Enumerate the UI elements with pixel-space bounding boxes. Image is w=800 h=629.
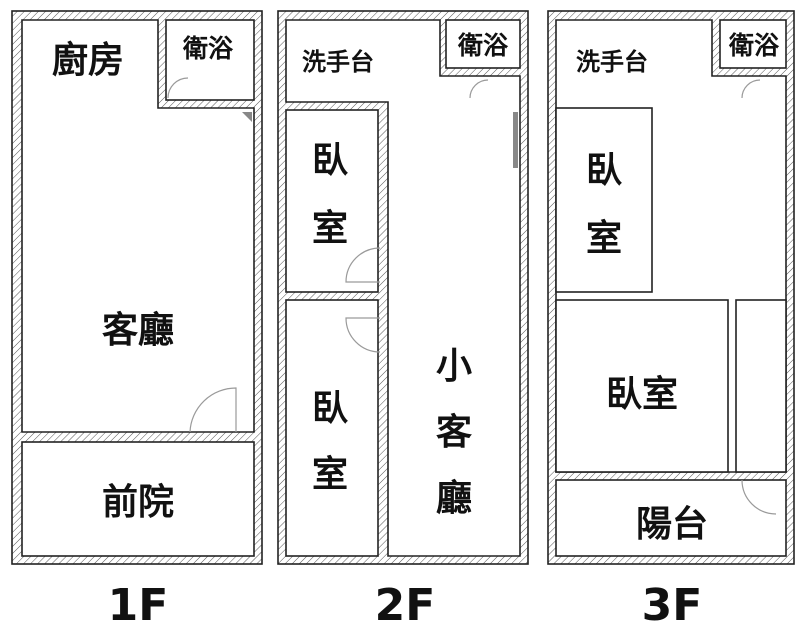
floor-3f-upper-bedroom-label-2: 室 <box>586 218 622 259</box>
floor-2f-washbasin-label: 洗手台 <box>302 48 374 76</box>
floor-3f: 洗手台 衛浴 臥 室 臥室 陽台 3F <box>547 10 795 629</box>
floor-3f-floor-label: 3F <box>642 580 703 629</box>
floor-1f-bathroom-label: 衛浴 <box>182 34 234 63</box>
floor-3f-bathroom-door <box>741 79 761 99</box>
floor-2f-small-living-label-3: 廳 <box>436 477 472 519</box>
floor-2f-lower-bedroom-door <box>345 317 381 353</box>
floor-2f-upper-bedroom-label-2: 室 <box>312 208 348 249</box>
floor-1f-front-yard-label: 前院 <box>102 482 174 523</box>
floor-3f-upper-bedroom-label-1: 臥 <box>586 150 622 191</box>
floor-2f-lower-bedroom-label-2: 室 <box>312 454 348 495</box>
floor-2f: 洗手台 衛浴 臥 室 臥 室 小 客 廳 2F <box>277 10 529 629</box>
floor-2f-bathroom-door <box>469 79 489 99</box>
floor-3f-balcony-door <box>741 479 777 515</box>
floor-2f-bathroom-room <box>445 19 521 69</box>
floor-1f-front-door <box>189 387 237 433</box>
floor-2f-small-living-label-2: 客 <box>436 412 472 453</box>
floor-2f-upper-bedroom-door <box>345 247 381 283</box>
floor-3f-corridor-strip <box>735 299 787 473</box>
floor-3f-balcony-room <box>555 479 787 557</box>
floor-1f-bathroom-door <box>167 77 189 99</box>
floor-2f-upper-bedroom-label-1: 臥 <box>312 140 348 181</box>
floor-1f-bathroom-room <box>165 19 255 101</box>
floor-2f-floor-label: 2F <box>375 580 436 629</box>
floor-2f-window-mark <box>513 112 518 168</box>
floor-2f-upper-bedroom-room <box>285 109 379 293</box>
floor-1f: 廚房 衛浴 客廳 前院 1F <box>11 10 263 629</box>
floor-2f-bathroom-label: 衛浴 <box>457 31 509 60</box>
floor-3f-lower-bedroom-room <box>555 299 729 473</box>
floor-2f-lower-bedroom-room <box>285 299 379 557</box>
floor-3f-upper-bedroom-room <box>555 107 653 293</box>
floor-1f-corner-mark <box>242 112 252 122</box>
floor-2f-lower-bedroom-label-1: 臥 <box>312 388 348 429</box>
floor-2f-small-living-label-1: 小 <box>436 346 472 387</box>
floor-1f-kitchen-label: 廚房 <box>52 39 124 81</box>
floor-3f-balcony-label: 陽台 <box>636 504 708 545</box>
floor-3f-bathroom-label: 衛浴 <box>728 31 780 60</box>
floor-1f-front-yard-room <box>21 441 255 557</box>
floor-3f-washbasin-label: 洗手台 <box>576 48 648 76</box>
floor-1f-main-space <box>21 19 255 433</box>
floor-1f-living-room-label: 客廳 <box>102 309 174 351</box>
floor-3f-bathroom-room <box>719 19 787 69</box>
floor-1f-floor-label: 1F <box>108 580 169 629</box>
floor-2f-main-space <box>285 19 521 557</box>
floor-3f-lower-bedroom-label: 臥室 <box>606 374 678 415</box>
